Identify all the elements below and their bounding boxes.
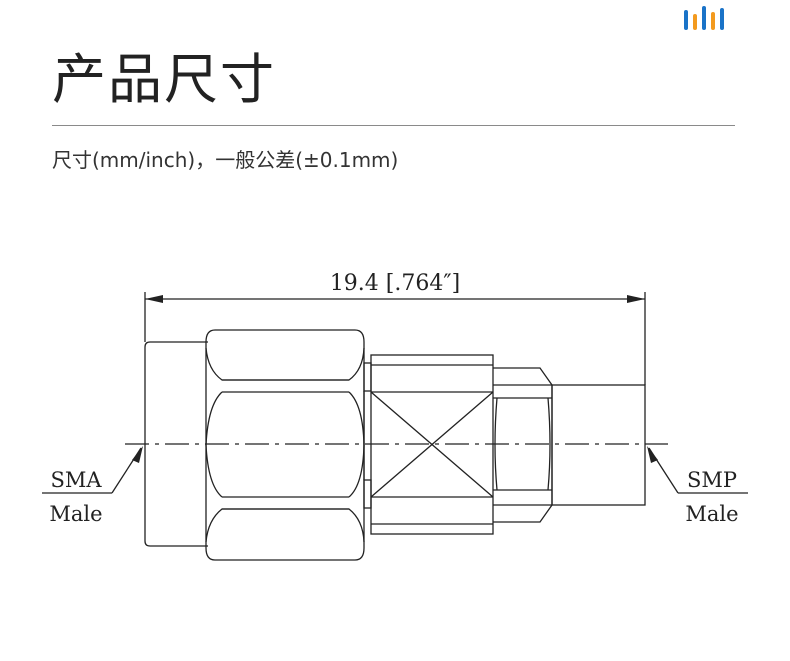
knurl-cross-b <box>370 391 494 498</box>
adapter-center-body <box>370 354 494 535</box>
sma-connector-type: SMA <box>50 468 102 492</box>
overall-dimension: 19.4 [.764″] <box>144 271 646 385</box>
overall-length-label: 19.4 [.764″] <box>330 271 460 296</box>
logo-bar-4 <box>711 12 715 30</box>
sma-label-leader <box>42 446 143 494</box>
sma-hex-nut <box>205 329 365 561</box>
dimension-arrow-right <box>627 295 645 303</box>
tolerance-subtitle: 尺寸(mm/inch)，一般公差(±0.1mm) <box>52 148 399 172</box>
smp-front-body <box>551 384 646 506</box>
connector-dimension-drawing: 19.4 [.764″] <box>42 271 748 561</box>
dimension-arrow-left <box>145 295 163 303</box>
logo-bar-3 <box>702 6 706 30</box>
sma-connector-gender: Male <box>49 502 102 526</box>
smp-connector-gender: Male <box>685 502 738 526</box>
logo-bar-2 <box>693 14 697 30</box>
smp-hex-section <box>493 367 553 523</box>
logo-bar-1 <box>684 10 688 30</box>
smp-label-leader <box>647 446 748 494</box>
page-title: 产品尺寸 <box>52 48 276 111</box>
smp-connector-type: SMP <box>687 468 737 492</box>
brand-logo-icon <box>684 6 724 30</box>
coupling-step <box>363 362 372 509</box>
header-divider <box>52 125 735 126</box>
logo-bar-5 <box>720 8 724 30</box>
